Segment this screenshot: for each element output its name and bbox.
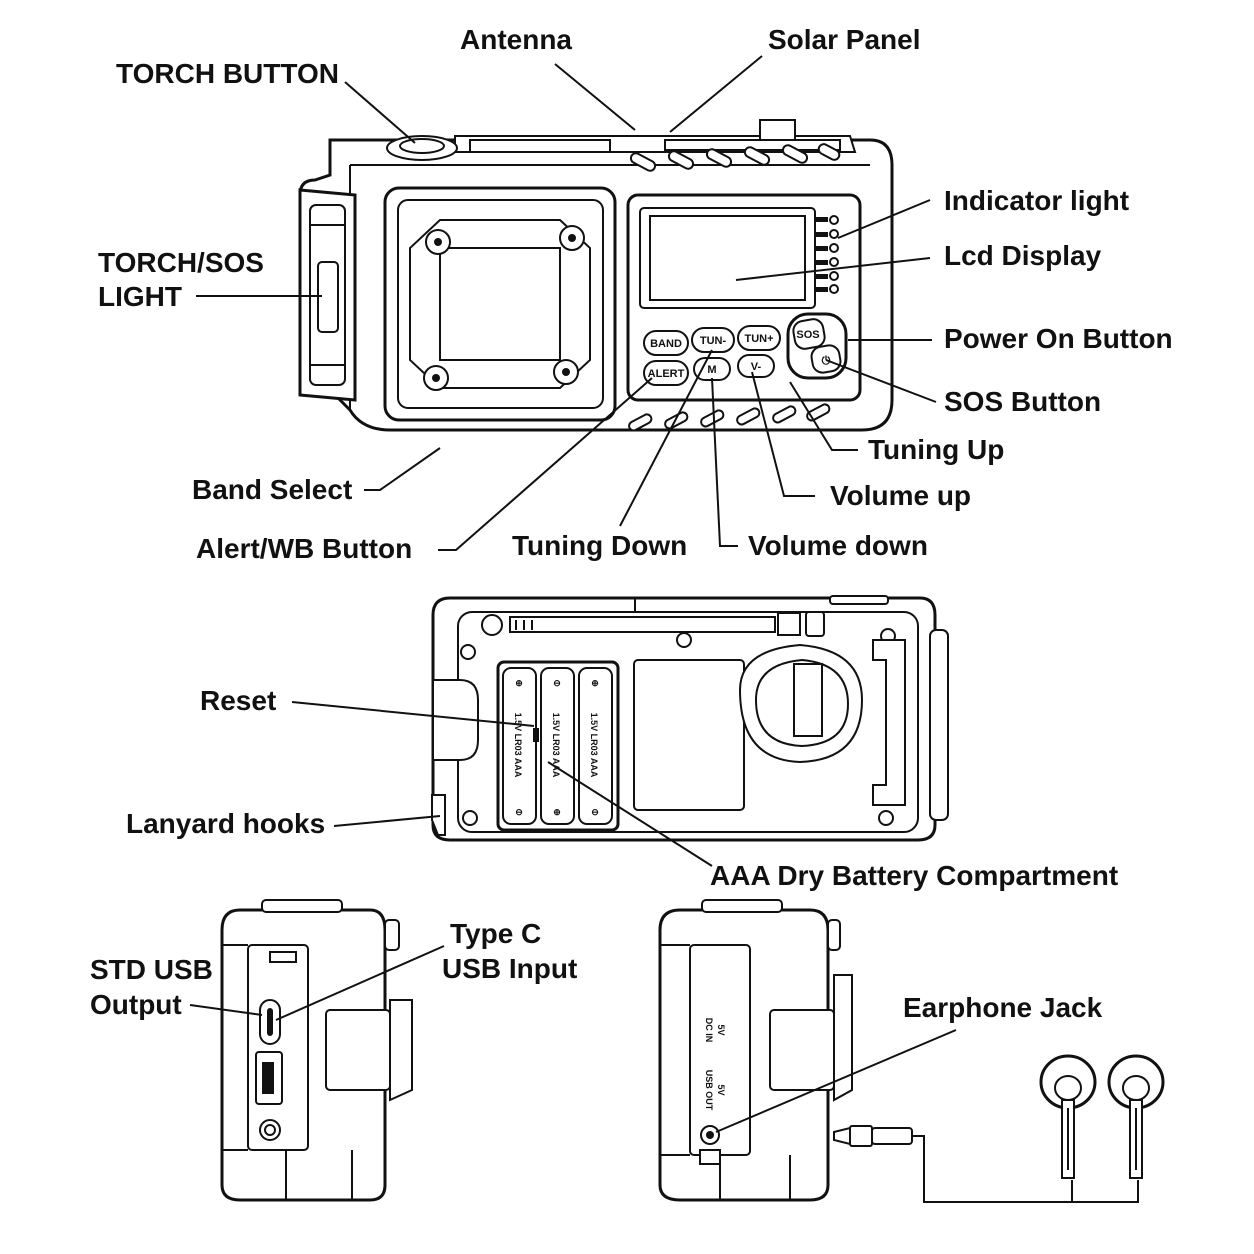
svg-text:V-: V- xyxy=(751,361,762,373)
label-earphone-jack: Earphone Jack xyxy=(903,992,1103,1023)
top-vents xyxy=(629,143,841,172)
svg-text:⊕: ⊕ xyxy=(553,807,561,817)
svg-text:⊖: ⊖ xyxy=(515,807,523,817)
label-aaa-battery: AAA Dry Battery Compartment xyxy=(710,860,1118,891)
svg-text:TUN-: TUN- xyxy=(700,335,727,347)
label-indicator-light: Indicator light xyxy=(944,185,1129,216)
back-view: ⊕ ⊖ ⊕ ⊖ ⊕ ⊖ 1.5V LR03 AAA 1.5V LR03 AAA … xyxy=(431,595,949,842)
label-reset: Reset xyxy=(200,685,276,716)
label-tuning-down: Tuning Down xyxy=(512,530,687,561)
earphone-plug xyxy=(833,1125,1139,1203)
svg-text:⊕: ⊕ xyxy=(591,678,599,688)
svg-text:M: M xyxy=(707,364,716,376)
label-volume-down: Volume down xyxy=(748,530,928,561)
svg-text:SOS: SOS xyxy=(796,329,819,341)
torch-button-part xyxy=(386,135,458,161)
svg-text:BAND: BAND xyxy=(650,338,682,350)
svg-text:DC IN: DC IN xyxy=(704,1018,714,1043)
svg-text:⊖: ⊖ xyxy=(553,678,561,688)
label-alert-wb-button: Alert/WB Button xyxy=(196,533,412,564)
torch-sos-light-part xyxy=(298,188,357,402)
label-power-on-button: Power On Button xyxy=(944,323,1173,354)
svg-text:5V: 5V xyxy=(716,1084,726,1095)
earbud-right xyxy=(1107,1054,1165,1179)
label-solar-panel: Solar Panel xyxy=(768,24,921,55)
svg-text:1.5V LR03 AAA: 1.5V LR03 AAA xyxy=(513,713,523,778)
svg-text:1.5V LR03 AAA: 1.5V LR03 AAA xyxy=(551,713,561,778)
label-std-usb-1: STD USB xyxy=(90,954,213,985)
left-side-labels: STD USB Output Type C USB Input xyxy=(90,918,577,1021)
label-type-c-2: USB Input xyxy=(442,953,577,984)
label-tuning-up: Tuning Up xyxy=(868,434,1004,465)
earphones xyxy=(833,1054,1165,1203)
earphone-jack-port xyxy=(700,1125,720,1145)
label-lcd-display: Lcd Display xyxy=(944,240,1102,271)
label-volume-up: Volume up xyxy=(830,480,971,511)
band-button[interactable]: BAND xyxy=(643,330,689,356)
svg-text:1.5V LR03 AAA: 1.5V LR03 AAA xyxy=(589,713,599,778)
battery-compartment-part: ⊕ ⊖ ⊕ ⊖ ⊕ ⊖ 1.5V LR03 AAA 1.5V LR03 AAA … xyxy=(496,660,620,832)
front-view: BAND TUN- TUN+ ALERT M V- SOS ⏻ xyxy=(298,119,894,432)
volume-button[interactable]: V- xyxy=(737,354,775,378)
svg-text:TUN+: TUN+ xyxy=(744,333,773,345)
earbud-left xyxy=(1039,1054,1097,1179)
m-button[interactable]: M xyxy=(693,357,731,381)
svg-text:5V: 5V xyxy=(716,1024,726,1035)
left-side-view xyxy=(220,899,413,1202)
label-lanyard-hooks: Lanyard hooks xyxy=(126,808,325,839)
label-type-c-1: Type C xyxy=(450,918,541,949)
type-c-port xyxy=(259,999,281,1045)
label-std-usb-2: Output xyxy=(90,989,182,1020)
svg-text:⊕: ⊕ xyxy=(515,678,523,688)
back-labels: Reset Lanyard hooks AAA Dry Battery Comp… xyxy=(126,685,1118,891)
label-torch-sos-light-2: LIGHT xyxy=(98,281,182,312)
tun-plus-button[interactable]: TUN+ xyxy=(737,325,781,351)
indicator-lights xyxy=(816,215,839,294)
front-labels: Antenna Solar Panel TORCH BUTTON TORCH/S… xyxy=(98,24,1173,564)
label-band-select: Band Select xyxy=(192,474,352,505)
sos-power-buttons[interactable]: SOS ⏻ xyxy=(786,312,848,380)
right-side-labels: Earphone Jack xyxy=(715,992,1103,1133)
label-torch-sos-light-1: TORCH/SOS xyxy=(98,247,264,278)
tun-minus-button[interactable]: TUN- xyxy=(691,327,735,353)
label-torch-button: TORCH BUTTON xyxy=(116,58,339,89)
usb-a-port xyxy=(255,1051,283,1105)
label-sos-button: SOS Button xyxy=(944,386,1101,417)
antenna-rod xyxy=(481,595,889,637)
antenna-slot xyxy=(469,139,611,153)
speaker-grille xyxy=(383,186,617,422)
label-antenna: Antenna xyxy=(460,24,572,55)
right-side-view: DC IN 5V USB OUT 5V xyxy=(658,899,853,1202)
alert-button[interactable]: ALERT xyxy=(643,360,689,386)
svg-text:USB OUT: USB OUT xyxy=(704,1070,714,1111)
svg-text:⊖: ⊖ xyxy=(591,807,599,817)
hand-crank xyxy=(738,639,906,806)
bottom-vents xyxy=(628,403,831,432)
svg-text:ALERT: ALERT xyxy=(648,368,685,380)
